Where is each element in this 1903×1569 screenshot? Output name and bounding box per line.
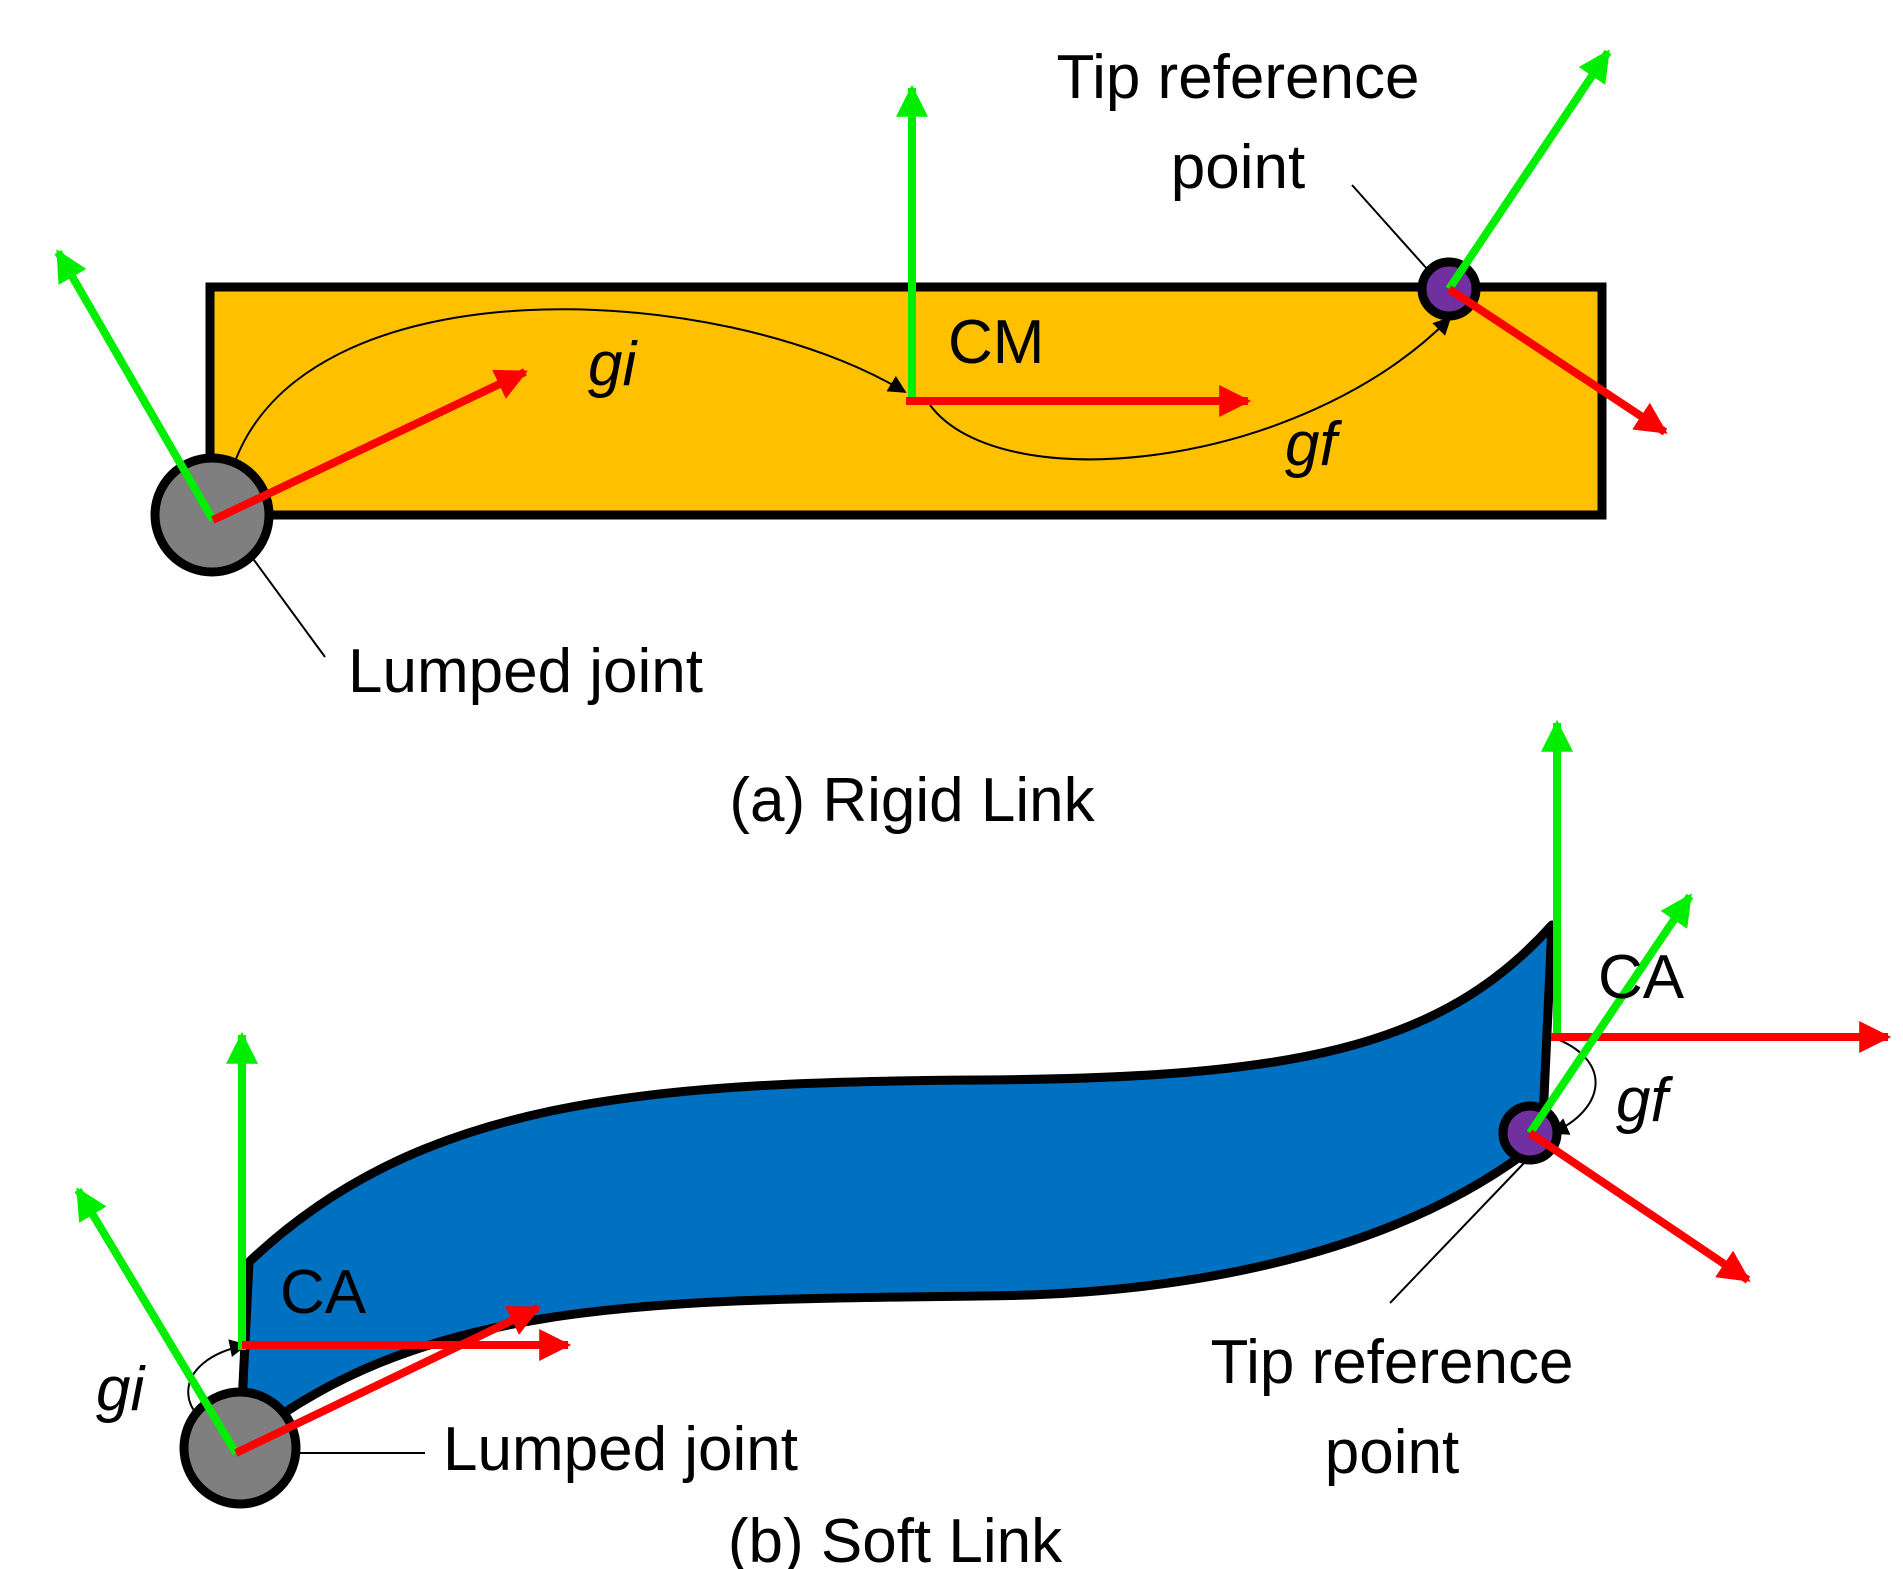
- gi-transform-curve: [231, 308, 907, 471]
- gi-label-soft: gi: [96, 1355, 146, 1424]
- joint-label: Lumped joint: [348, 637, 703, 706]
- tip-y-axis: [1445, 49, 1612, 292]
- joint-label-soft: Lumped joint: [443, 1415, 798, 1484]
- gf-transform-curve: [929, 316, 1452, 461]
- tip-leader-line: [1351, 184, 1429, 271]
- soft-link-body: [235, 920, 1557, 1450]
- tip-y-axis-soft: [1526, 893, 1694, 1136]
- tip-label-line1: Tip reference: [1057, 43, 1420, 112]
- gf-label-soft: gf: [1616, 1066, 1673, 1135]
- tip-leader-line-soft: [1389, 1161, 1526, 1304]
- joint-x-axis: [211, 368, 528, 524]
- joint-y-axis: [54, 249, 217, 523]
- tip-label-soft-line1: Tip reference: [1211, 1328, 1574, 1397]
- cm-label: CM: [948, 308, 1044, 377]
- ca-tip-label: CA: [1598, 943, 1685, 1012]
- caption-rigid-link: (a) Rigid Link: [729, 766, 1095, 835]
- gi-label: gi: [588, 330, 638, 399]
- tip-label-soft-line2: point: [1325, 1418, 1459, 1487]
- tip-x-axis: [1446, 285, 1668, 436]
- tip-label-line2: point: [1171, 133, 1305, 202]
- tip-x-axis-soft: [1527, 1129, 1751, 1284]
- joint-y-axis-soft: [74, 1187, 240, 1456]
- gf-label: gf: [1285, 410, 1342, 479]
- caption-soft-link: (b) Soft Link: [728, 1507, 1063, 1569]
- panel-rigid-link: CM gi gf Tip reference point Lumped join…: [54, 43, 1668, 835]
- gf-transform-curve-soft: [1550, 1036, 1597, 1135]
- panel-soft-link: CA CA gi gf Lumped joint Tip reference p…: [74, 719, 1892, 1569]
- joint-x-axis-soft: [234, 1304, 541, 1457]
- ca-base-label: CA: [280, 1258, 367, 1327]
- joint-leader-line: [242, 544, 326, 658]
